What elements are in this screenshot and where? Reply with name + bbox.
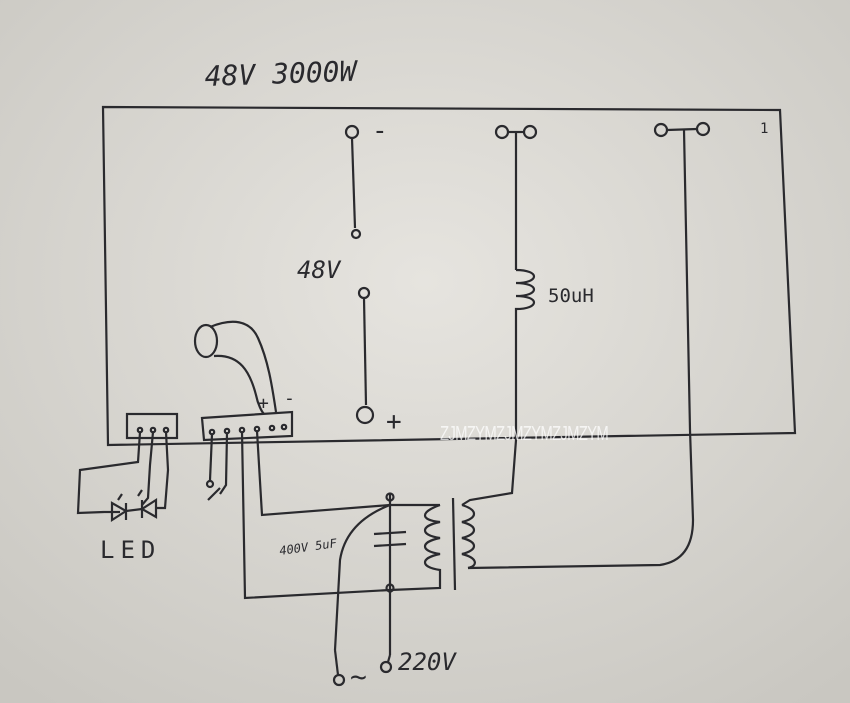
header-minus: - [284,388,295,409]
watermark: ZJMZYMZJMZYMZJMZYM [440,423,608,445]
terminal-pair-middle [494,124,538,270]
minus-sign: - [372,116,388,146]
led-diodes [104,489,158,523]
mains-symbol: ~ [350,660,367,693]
inductor-lead-down [461,310,518,506]
cooling-fan [193,320,278,415]
inductor-coil [514,268,536,311]
transformer [423,497,476,591]
output-voltage-label: 48V [297,256,342,284]
enclosure-box [101,105,797,447]
plus-sign: + [386,407,402,437]
terminal-pair-right [467,121,711,570]
mains-voltage-label: 220V [398,648,457,676]
page-mark: 1 [760,121,768,137]
capacitor [373,492,407,593]
led-wiring [76,431,170,515]
led-label: LED [100,536,161,564]
output-plus-terminal [355,286,375,425]
switch-wiring [205,432,229,501]
header-plus: + [258,393,269,414]
diagram-title: 48V 3000W [204,55,359,93]
mains-input-terminals [332,649,393,687]
output-minus-terminal [344,124,362,240]
inductor-label: 50uH [548,285,594,307]
mains-wiring [240,430,442,655]
main-header-connector [200,410,294,442]
